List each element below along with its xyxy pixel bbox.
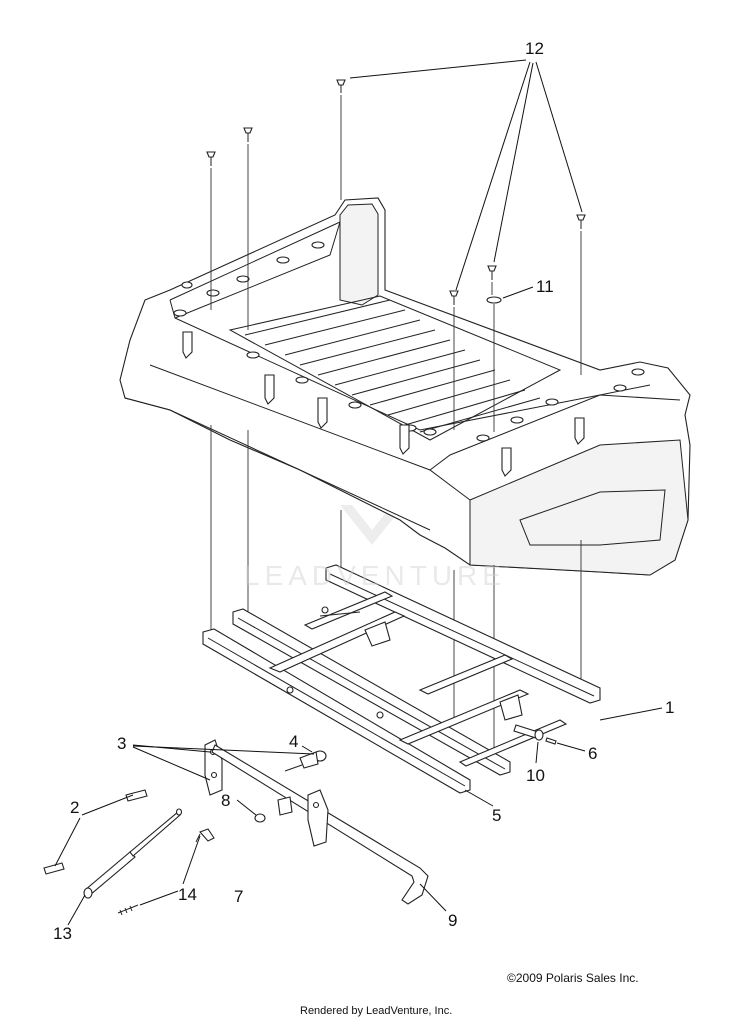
bolt-icon xyxy=(449,290,459,305)
bolt-icon xyxy=(576,214,586,229)
callout-4: 4 xyxy=(289,732,299,751)
callout-6: 6 xyxy=(588,744,598,763)
callout-12: 12 xyxy=(525,39,544,58)
assembly-guide-lines xyxy=(210,95,582,770)
copyright-notice: ©2009 Polaris Sales Inc. xyxy=(507,971,639,985)
bolt-icon xyxy=(336,79,346,93)
leader-lines xyxy=(54,59,663,926)
callout-5: 5 xyxy=(492,806,502,825)
callout-7: 7 xyxy=(234,887,244,906)
watermark-text: LEADVENTURE xyxy=(244,560,506,591)
bolt-icon xyxy=(206,151,216,166)
washer-icon xyxy=(486,296,502,304)
callout-9: 9 xyxy=(448,911,458,930)
callout-13: 13 xyxy=(53,924,72,943)
callout-10: 10 xyxy=(526,766,545,785)
frame-assembly xyxy=(202,564,601,794)
callout-8: 8 xyxy=(221,791,231,810)
bolt-icon xyxy=(243,127,253,142)
rim-pockets xyxy=(173,241,645,442)
bolt-icon xyxy=(487,265,497,280)
rendered-by-footer: Rendered by LeadVenture, Inc. xyxy=(300,1005,453,1017)
callout-14: 14 xyxy=(178,885,197,904)
bolts xyxy=(206,79,586,305)
callout-2: 2 xyxy=(70,798,80,817)
cargo-box xyxy=(119,197,691,576)
tie-down-hooks xyxy=(182,331,585,477)
callout-3: 3 xyxy=(117,734,127,753)
pin-and-clip xyxy=(513,724,557,745)
callout-1: 1 xyxy=(665,698,675,717)
callout-11: 11 xyxy=(536,277,554,296)
latch-mechanism xyxy=(43,739,429,916)
